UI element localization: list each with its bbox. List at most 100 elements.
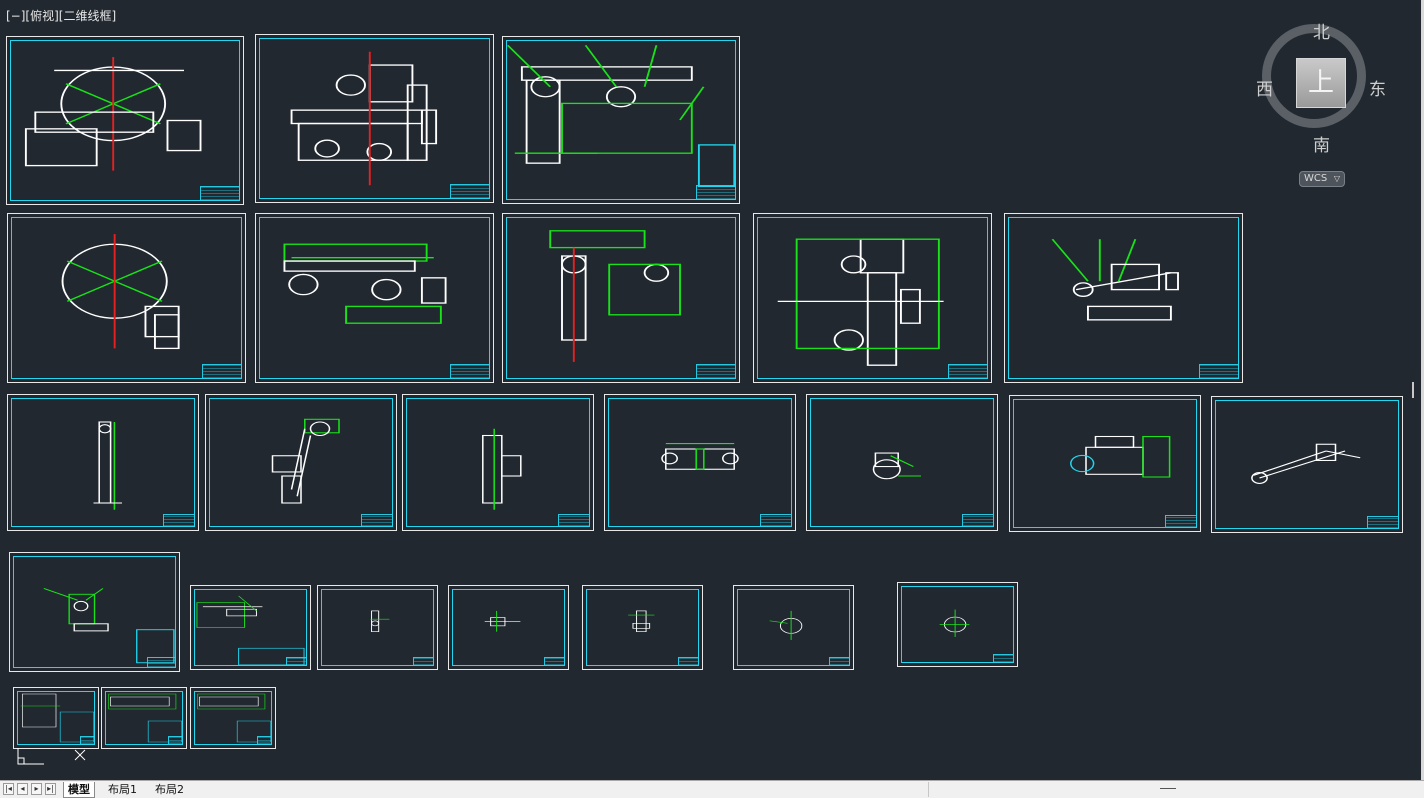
- next-tab-icon[interactable]: ▸: [31, 783, 42, 795]
- vertical-scroll-marker[interactable]: [1412, 382, 1414, 398]
- sheet-linework: [24, 57, 202, 171]
- wcs-menu-button[interactable]: WCS ▽: [1299, 171, 1345, 187]
- sheet-linework: [484, 610, 521, 632]
- compass-ring[interactable]: [1262, 24, 1366, 128]
- compass-north[interactable]: 北: [1313, 23, 1330, 43]
- title-block: [167, 736, 182, 744]
- view-cube[interactable]: 北 南 西 东 上 WCS ▽: [1254, 18, 1394, 218]
- drawing-sheet[interactable]: [1004, 213, 1243, 383]
- title-block: [557, 514, 589, 526]
- drawing-sheet[interactable]: [190, 585, 311, 670]
- compass-east[interactable]: 东: [1369, 80, 1386, 100]
- sheet-inner-frame: [259, 217, 490, 379]
- drawing-sheet[interactable]: [255, 34, 494, 203]
- sheet-inner-frame: [194, 691, 272, 745]
- view-controls-label[interactable]: [−][俯视][二维线框]: [6, 9, 117, 23]
- title-block: [412, 657, 433, 665]
- title-block: [759, 514, 791, 526]
- title-block: [828, 657, 849, 665]
- horizontal-scroll-separator: [928, 782, 929, 797]
- sheet-linework: [61, 234, 180, 350]
- sheet-inner-frame: [209, 398, 393, 527]
- sheet-linework: [506, 44, 736, 188]
- sheet-inner-frame: [1215, 400, 1399, 529]
- last-tab-icon[interactable]: ▸|: [45, 783, 56, 795]
- compass-south[interactable]: 南: [1313, 136, 1330, 156]
- sheet-linework: [290, 51, 438, 186]
- drawing-sheet[interactable]: [402, 394, 594, 531]
- drawing-sheet[interactable]: [806, 394, 998, 531]
- drawing-sheet[interactable]: [733, 585, 854, 670]
- title-block: [256, 736, 271, 744]
- drawing-sheet[interactable]: [255, 213, 494, 383]
- sheet-linework: [628, 610, 655, 632]
- title-block: [200, 185, 239, 200]
- sheet-inner-frame: [321, 589, 434, 666]
- layout-tab-bar: |◂ ◂ ▸ ▸| 模型 布局1 布局2: [0, 780, 1424, 798]
- sheet-inner-frame: [608, 398, 792, 527]
- compass-west[interactable]: 西: [1256, 80, 1273, 100]
- title-block: [202, 363, 241, 378]
- ucs-icon: [17, 748, 86, 765]
- sheet-inner-frame: [506, 40, 736, 200]
- tab-layout1[interactable]: 布局1: [108, 783, 137, 796]
- sheet-inner-frame: [757, 217, 988, 379]
- cube-top-face[interactable]: 上: [1296, 58, 1346, 108]
- tab-layout2[interactable]: 布局2: [155, 783, 184, 796]
- tab-model[interactable]: 模型: [63, 782, 95, 798]
- title-block: [146, 656, 175, 667]
- sheet-linework: [197, 693, 272, 743]
- sheet-inner-frame: [506, 217, 736, 379]
- title-block: [677, 657, 698, 665]
- title-block: [992, 654, 1013, 662]
- prev-tab-icon[interactable]: ◂: [17, 783, 28, 795]
- sheet-inner-frame: [1008, 217, 1239, 379]
- drawing-sheet[interactable]: [1009, 395, 1201, 532]
- sheet-linework: [20, 693, 95, 743]
- sheet-inner-frame: [194, 589, 307, 666]
- sheet-linework: [271, 418, 340, 504]
- drawing-sheet[interactable]: [582, 585, 703, 670]
- title-block: [450, 363, 489, 378]
- drawing-sheet[interactable]: [190, 687, 276, 749]
- sheet-inner-frame: [259, 38, 490, 199]
- drawing-sheet[interactable]: [7, 394, 199, 531]
- drawing-viewport[interactable]: [−][俯视][二维线框] 北 南 西 东 上 WCS ▽: [0, 0, 1424, 780]
- title-block: [360, 514, 392, 526]
- drawing-sheet[interactable]: [604, 394, 796, 531]
- title-block: [450, 183, 489, 198]
- sheet-inner-frame: [11, 217, 242, 379]
- title-block: [696, 363, 735, 378]
- drawing-sheet[interactable]: [502, 36, 740, 204]
- title-block: [1164, 515, 1196, 527]
- sheet-linework: [43, 587, 175, 664]
- sheet-inner-frame: [17, 691, 95, 745]
- title-block: [285, 657, 306, 665]
- drawing-sheet[interactable]: [317, 585, 438, 670]
- drawing-sheet[interactable]: [205, 394, 397, 531]
- sheet-inner-frame: [586, 589, 699, 666]
- sheet-inner-frame: [406, 398, 590, 527]
- drawing-sheet[interactable]: [9, 552, 180, 672]
- drawing-sheet[interactable]: [6, 36, 244, 205]
- title-block: [543, 657, 564, 665]
- right-edge-scrollbar[interactable]: [1421, 0, 1424, 780]
- sheet-linework: [939, 609, 970, 637]
- drawing-sheet[interactable]: [13, 687, 99, 749]
- chevron-down-icon: ▽: [1333, 174, 1340, 183]
- sheet-linework: [661, 443, 739, 470]
- drawing-sheet[interactable]: [101, 687, 187, 749]
- drawing-sheet[interactable]: [1211, 396, 1403, 533]
- sheet-linework: [777, 238, 944, 366]
- drawing-sheet[interactable]: [7, 213, 246, 383]
- drawing-sheet[interactable]: [753, 213, 992, 383]
- first-tab-icon[interactable]: |◂: [3, 783, 14, 795]
- sheet-linework: [370, 610, 390, 632]
- wcs-label: WCS: [1304, 173, 1328, 184]
- drawing-sheet[interactable]: [502, 213, 740, 383]
- horizontal-scroll-thumb[interactable]: [1160, 788, 1176, 789]
- drawing-sheet[interactable]: [448, 585, 569, 670]
- drawing-sheet[interactable]: [897, 582, 1018, 667]
- title-block: [1366, 516, 1398, 528]
- title-block: [948, 363, 987, 378]
